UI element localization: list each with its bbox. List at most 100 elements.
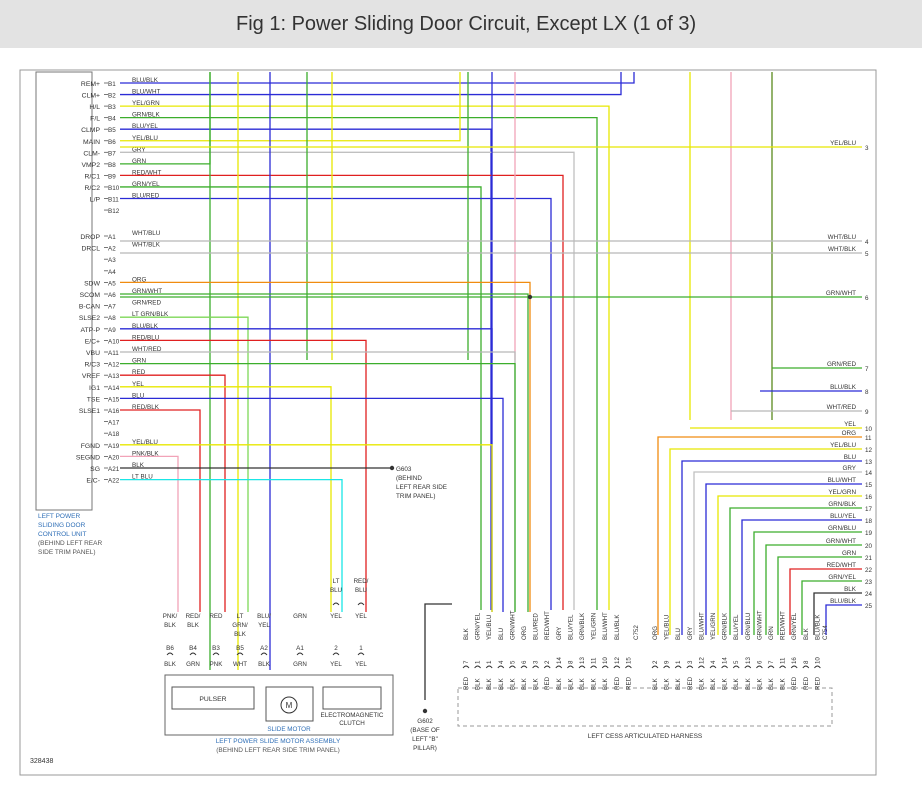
harness-pin-number: 5 bbox=[733, 660, 740, 664]
harness-top-label: BLU/RED bbox=[533, 613, 540, 640]
g602-label: (BASE OF bbox=[410, 727, 440, 734]
ecu-pin-name: SG bbox=[90, 466, 100, 473]
connector-mark bbox=[779, 665, 786, 669]
ecu-pin-name: SEGND bbox=[76, 454, 100, 461]
ecu-pin-name: B-CAN bbox=[79, 304, 100, 311]
ecu-wire-label: ORG bbox=[132, 276, 146, 283]
ecu-box bbox=[35, 71, 93, 511]
ecu-pin-number: B10 bbox=[108, 185, 120, 192]
right-wire-number: 13 bbox=[865, 459, 873, 466]
harness-pin-number: 4 bbox=[498, 660, 505, 664]
motor-bottom-label: PNK bbox=[210, 661, 224, 668]
ecu-a-wire bbox=[120, 293, 529, 612]
harness-top-label: BLU bbox=[498, 628, 505, 640]
connector-mark bbox=[543, 665, 551, 669]
ecu-pin-name: CLM+ bbox=[82, 93, 100, 100]
ecu-a-wire bbox=[120, 362, 516, 612]
connector-mark bbox=[709, 665, 717, 669]
ecu-pin-number: A21 bbox=[108, 466, 120, 473]
g603-label: TRIM PANEL) bbox=[396, 493, 435, 500]
harness-bottom-label: RED bbox=[614, 676, 621, 690]
motor-bottom-label: BLK bbox=[258, 661, 271, 668]
harness-pin-number: 15 bbox=[625, 657, 632, 664]
connector-mark bbox=[189, 652, 197, 656]
right-wire-number: 16 bbox=[865, 494, 873, 501]
right-wire-number: 21 bbox=[865, 555, 873, 562]
harness-top-label: BLU/BLK bbox=[814, 614, 821, 640]
ecu-a-wire bbox=[120, 444, 493, 612]
ecu-pin-number: B3 bbox=[108, 104, 116, 111]
ecu-a-wire bbox=[120, 374, 226, 612]
clutch-conn-label: RED/ bbox=[354, 578, 369, 585]
connector-mark bbox=[651, 665, 659, 669]
ecu-wire-label: GRY bbox=[132, 146, 146, 153]
clutch-conn-label: BLU bbox=[355, 587, 367, 594]
harness-pin-number: 13 bbox=[745, 657, 752, 664]
motor-top-label: YEL bbox=[258, 622, 270, 629]
right-wire-label: BLU bbox=[844, 454, 857, 461]
connector-mark bbox=[236, 652, 244, 656]
ecu-pin-name: VBU bbox=[86, 350, 100, 357]
connector-mark bbox=[462, 665, 470, 669]
connector-mark bbox=[613, 665, 621, 669]
right-wire bbox=[813, 592, 862, 635]
connector-mark bbox=[520, 665, 528, 669]
connector-mark bbox=[721, 665, 728, 669]
harness-bottom-label: BLK bbox=[521, 677, 528, 690]
motor-bottom-label: GRN bbox=[293, 661, 307, 668]
connector-mark bbox=[260, 652, 268, 656]
clutch-label: CLUTCH bbox=[339, 720, 365, 727]
harness-bottom-label: BLK bbox=[722, 677, 729, 690]
ecu-pin-number: A17 bbox=[108, 420, 120, 427]
ecu-wire-label: LT BLU bbox=[132, 474, 153, 481]
harness-bottom-label: BLK bbox=[698, 677, 705, 690]
connector-mark bbox=[601, 665, 609, 669]
right-wire-label: GRN/BLK bbox=[828, 501, 856, 508]
harness-bottom-label: BLK bbox=[756, 677, 763, 690]
connector-mark bbox=[814, 665, 821, 669]
motor-bottom-label: YEL bbox=[330, 661, 342, 668]
ecu-pin-name: E/C- bbox=[86, 478, 100, 485]
connector-mark bbox=[674, 665, 682, 669]
connector-mark bbox=[166, 652, 174, 656]
ecu-label: SIDE TRIM PANEL) bbox=[38, 549, 96, 556]
harness-bottom-label: RED bbox=[463, 676, 470, 690]
right-wire-number: 14 bbox=[865, 470, 873, 477]
ecu-wire-label: RED bbox=[132, 369, 146, 376]
motor-assembly-label: LEFT POWER SLIDE MOTOR ASSEMBLY bbox=[216, 738, 341, 745]
ecu-pin-name: FGND bbox=[81, 443, 100, 450]
ecu-wire-label: WHT/RED bbox=[132, 346, 162, 353]
harness-pin-number: 7 bbox=[463, 660, 470, 664]
right-wire-label: GRY bbox=[842, 465, 856, 472]
right-wire-number: 8 bbox=[865, 389, 869, 396]
harness-bottom-label: BLK bbox=[591, 677, 598, 690]
ecu-pin-number: B9 bbox=[108, 173, 116, 180]
right-wire-number: 6 bbox=[865, 295, 869, 302]
connector-mark bbox=[567, 665, 574, 669]
harness-bottom-label: RED bbox=[687, 676, 694, 690]
right-wire bbox=[801, 580, 862, 635]
motor-bottom-label: WHT bbox=[233, 661, 247, 668]
connector-mark bbox=[474, 665, 481, 669]
right-wire bbox=[729, 507, 862, 635]
harness-top-label: BLU/WHT bbox=[698, 612, 705, 640]
harness-bottom-label: BLK bbox=[652, 677, 659, 690]
right-wire bbox=[741, 519, 862, 635]
harness-top-label: BLU/YEL bbox=[567, 614, 574, 640]
ecu-pin-number: A10 bbox=[108, 338, 120, 345]
motor-top-label: RED bbox=[209, 613, 223, 620]
ecu-pin-name: SLSE2 bbox=[79, 315, 100, 322]
motor-top-label: LT bbox=[237, 613, 244, 620]
right-wire bbox=[681, 460, 862, 635]
right-wire-number: 18 bbox=[865, 518, 873, 525]
connector-mark bbox=[532, 665, 539, 669]
ecu-pin-number: A11 bbox=[108, 350, 119, 357]
harness-label: LEFT CESS ARTICULATED HARNESS bbox=[588, 733, 703, 740]
connector-mark bbox=[357, 652, 365, 656]
ecu-wire-label: WHT/BLK bbox=[132, 242, 161, 249]
connector-name: C752 bbox=[633, 625, 640, 640]
ecu-pin-number: A12 bbox=[108, 362, 120, 369]
motor-assembly-box bbox=[164, 674, 394, 736]
harness-pin-number: 12 bbox=[698, 657, 705, 664]
